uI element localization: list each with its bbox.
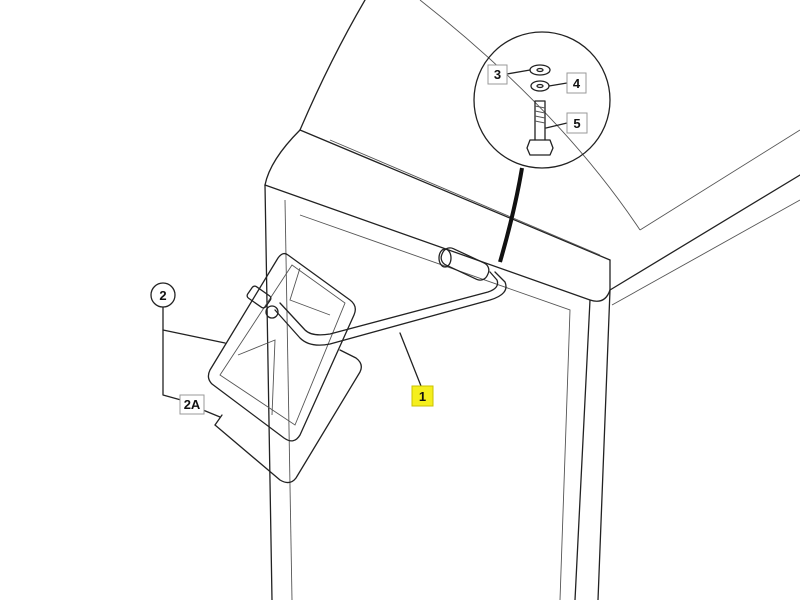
callout-3: 3 [487,64,508,85]
bolt-icon [526,100,554,156]
callout-2a-label: 2A [184,397,201,412]
callout-3-label: 3 [494,67,501,82]
callout-1-label: 1 [419,389,426,404]
callout-5: 5 [566,112,588,134]
lock-washer-icon [530,80,550,92]
callout-2-label: 2 [159,288,166,303]
cab-body [264,0,800,600]
callout-4: 4 [566,72,587,94]
callout-1: 1 [411,385,434,407]
callout-5-label: 5 [573,116,580,131]
mirror-arm [274,247,507,346]
detail-magnifier [473,31,611,263]
mirror-head [207,252,362,484]
washer-icon [529,64,551,76]
callout-4-label: 4 [573,76,581,91]
callout-2a: 2A [179,394,205,415]
callout-2: 2 [150,282,176,308]
